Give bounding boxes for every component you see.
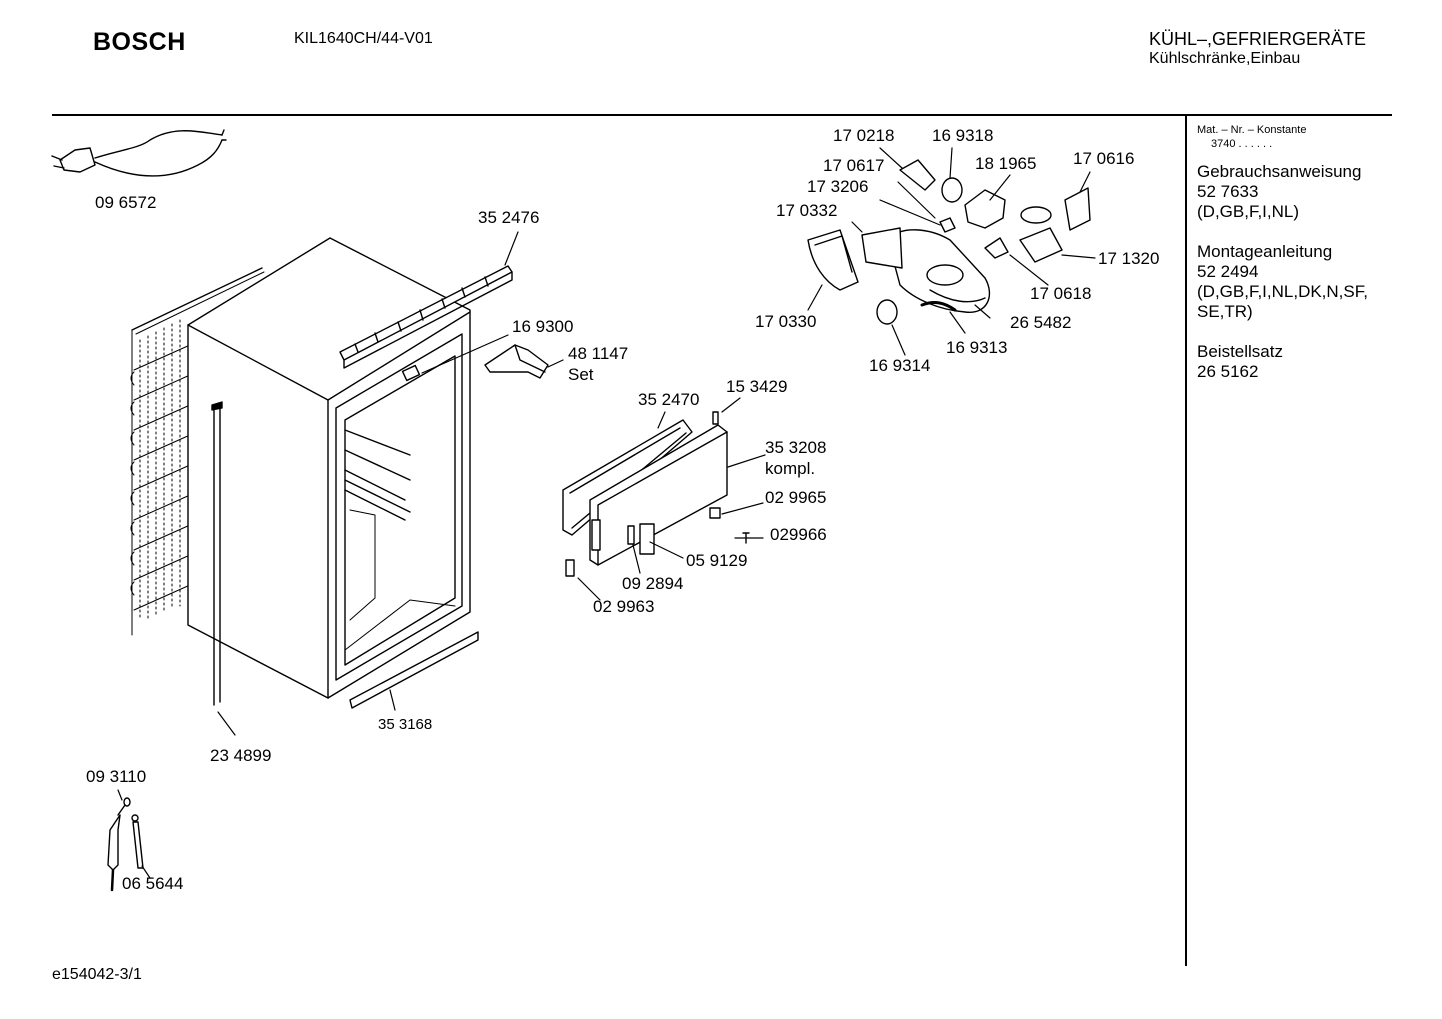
refrigerator-cabinet [187, 237, 471, 706]
doc-number: 26 5162 [1197, 362, 1259, 381]
category-main: KÜHL–,GEFRIERGERÄTE [1149, 29, 1367, 49]
part-label-353168: 35 3168 [378, 716, 433, 733]
part-label-173206: 17 3206 [807, 177, 869, 196]
part-label-029965: 02 9965 [765, 488, 827, 507]
doc-beistellsatz: Beistellsatz 26 5162 [1197, 342, 1392, 382]
power-cord [51, 129, 227, 177]
part-label-169318: 16 9318 [932, 126, 994, 145]
exploded-view-drawing [51, 129, 1096, 892]
sidebar-divider [1185, 116, 1187, 966]
part-label-181965: 18 1965 [975, 154, 1037, 173]
mat-title: Mat. – Nr. – Konstante [1197, 124, 1307, 136]
small-parts [565, 411, 750, 577]
mat-konstante: Mat. – Nr. – Konstante 3740 . . . . . . [1197, 123, 1306, 151]
part-label-096572: 09 6572 [95, 193, 157, 212]
leader-lines [117, 147, 1096, 879]
doc-title: Gebrauchsanweisung [1197, 162, 1362, 181]
part-label-153429: 15 3429 [726, 377, 788, 396]
part-label-170332: 17 0332 [776, 201, 838, 220]
part-label-029963: 02 9963 [593, 597, 655, 616]
doc-gebrauchsanweisung: Gebrauchsanweisung 52 7633 (D,GB,F,I,NL) [1197, 162, 1392, 222]
model-number: KIL1640CH/44-V01 [294, 30, 433, 47]
thermostat-holder [401, 364, 421, 382]
doc-langs: (D,GB,F,I,NL,DK,N,SF, SE,TR) [1197, 282, 1368, 321]
top-strip [339, 265, 513, 369]
part-label-059129: 05 9129 [686, 551, 748, 570]
mounting-bracket [484, 344, 549, 379]
doc-number: 52 7633 [1197, 182, 1259, 201]
mat-value: 3740 . . . . . . [1211, 138, 1273, 150]
part-label-265482: 26 5482 [1010, 313, 1072, 332]
part-label-029966: 029966 [770, 525, 827, 544]
part-label-481147-set: Set [568, 365, 594, 384]
part-label-092894: 09 2894 [622, 574, 684, 593]
part-label-170618: 17 0618 [1030, 284, 1092, 303]
doc-number: 52 2494 [1197, 262, 1259, 281]
part-label-481147: 48 1147 [568, 344, 629, 363]
part-label-353208: 35 3208 [765, 438, 827, 457]
doc-title: Montageanleitung [1197, 242, 1333, 261]
doc-langs: (D,GB,F,I,NL) [1197, 202, 1300, 221]
part-label-353208-kompl: kompl. [765, 459, 816, 478]
part-label-169313: 16 9313 [946, 338, 1008, 357]
part-label-170218: 17 0218 [833, 126, 895, 145]
temperature-sensor [107, 797, 144, 892]
part-label-065644: 06 5644 [122, 874, 184, 893]
doc-title: Beistellsatz [1197, 342, 1283, 361]
lamp-housing-assembly [807, 159, 1091, 325]
part-label-171320: 17 1320 [1098, 249, 1160, 268]
part-label-169314: 16 9314 [869, 356, 931, 375]
part-label-170617: 17 0617 [823, 156, 885, 175]
brand-logo: BOSCH [93, 28, 186, 56]
part-label-169300: 16 9300 [512, 317, 574, 336]
part-label-170330: 17 0330 [755, 312, 817, 331]
bottom-strip [349, 631, 479, 709]
drawing-code: e154042-3/1 [52, 966, 142, 983]
part-label-352476: 35 2476 [478, 208, 540, 227]
part-label-170616: 17 0616 [1073, 149, 1135, 168]
category-sub: Kühlschränke,Einbau [1149, 50, 1301, 67]
doc-montageanleitung: Montageanleitung 52 2494 (D,GB,F,I,NL,DK… [1197, 242, 1392, 322]
part-label-234899: 23 4899 [210, 746, 272, 765]
condenser-coil [130, 267, 265, 636]
part-label-093110: 09 3110 [86, 767, 147, 786]
part-label-352470: 35 2470 [638, 390, 700, 409]
header-divider [52, 114, 1392, 116]
freezer-door [589, 424, 728, 566]
